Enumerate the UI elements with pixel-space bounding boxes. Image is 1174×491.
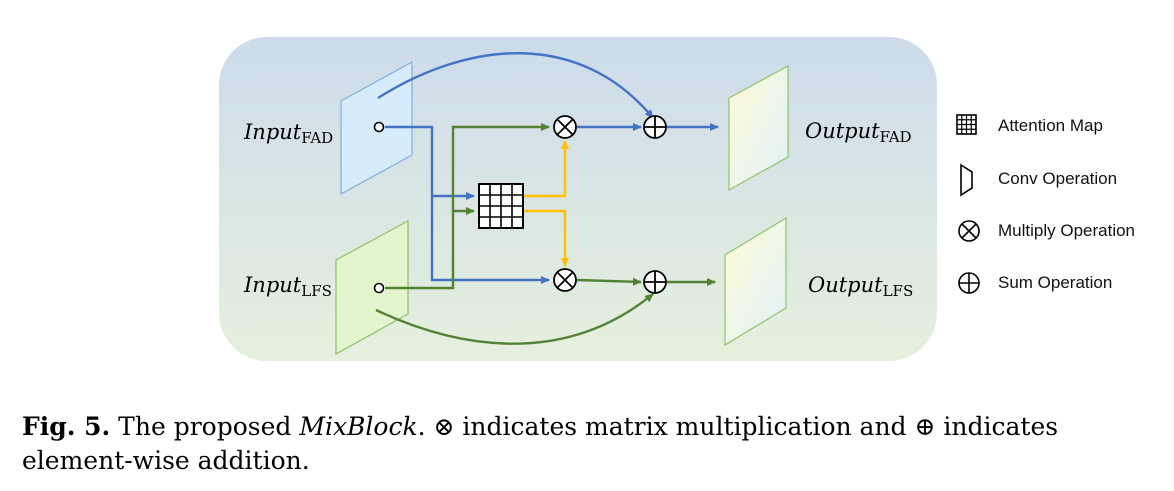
fad-to-multiply-line <box>385 125 550 284</box>
caption-block-name: MixBlock <box>299 412 418 441</box>
legend-label-multiply-operation: Multiply Operation <box>998 221 1135 240</box>
multiply-operation-icon <box>958 220 980 242</box>
attention-to-lfs-multiply-line <box>524 209 569 267</box>
mixblock-diagram: InputFAD InputLFS OutputFAD OutputLFS At… <box>219 37 1135 361</box>
legend-label-attention-map: Attention Map <box>998 116 1103 135</box>
output-lfs-label: OutputLFS <box>808 273 913 300</box>
input-lfs-node <box>373 282 385 294</box>
output-fad-plane <box>728 64 789 192</box>
figure-caption: Fig. 5. The proposed MixBlock. ⊗ indicat… <box>22 410 1152 478</box>
input-lfs-plane <box>335 219 409 356</box>
fad-skip-curve <box>377 52 654 119</box>
caption-text-start: The proposed <box>110 412 300 441</box>
legend-label-sum-operation: Sum Operation <box>998 273 1112 292</box>
lfs-skip-curve <box>375 293 654 345</box>
caption-figure-label: Fig. 5. <box>22 412 111 441</box>
lfs-to-multiply-line <box>385 123 550 290</box>
input-lfs-label: InputLFS <box>243 273 332 300</box>
lfs-sum-operator <box>643 270 667 294</box>
diagram-panel <box>219 37 937 361</box>
caption-text-end: . ⊗ indicates matrix multiplication and … <box>22 412 1059 475</box>
output-fad-label: OutputFAD <box>805 119 912 146</box>
output-lfs-plane <box>724 216 787 347</box>
attention-map-grid <box>478 183 524 229</box>
lfs-multiply-operator <box>553 268 577 292</box>
conv-operation-icon <box>960 163 973 197</box>
attention-to-fad-multiply-line <box>524 140 569 198</box>
lfs-multiply-to-sum-line <box>576 277 642 286</box>
attention-map-icon <box>956 114 977 135</box>
fad-sum-operator <box>643 115 667 139</box>
legend-label-conv-operation: Conv Operation <box>998 169 1117 188</box>
input-fad-node <box>373 121 385 133</box>
sum-operation-icon <box>958 272 980 294</box>
legend: Attention Map Conv Operation Multiply Op… <box>956 114 1135 294</box>
input-fad-label: InputFAD <box>243 120 333 147</box>
fad-multiply-operator <box>553 115 577 139</box>
